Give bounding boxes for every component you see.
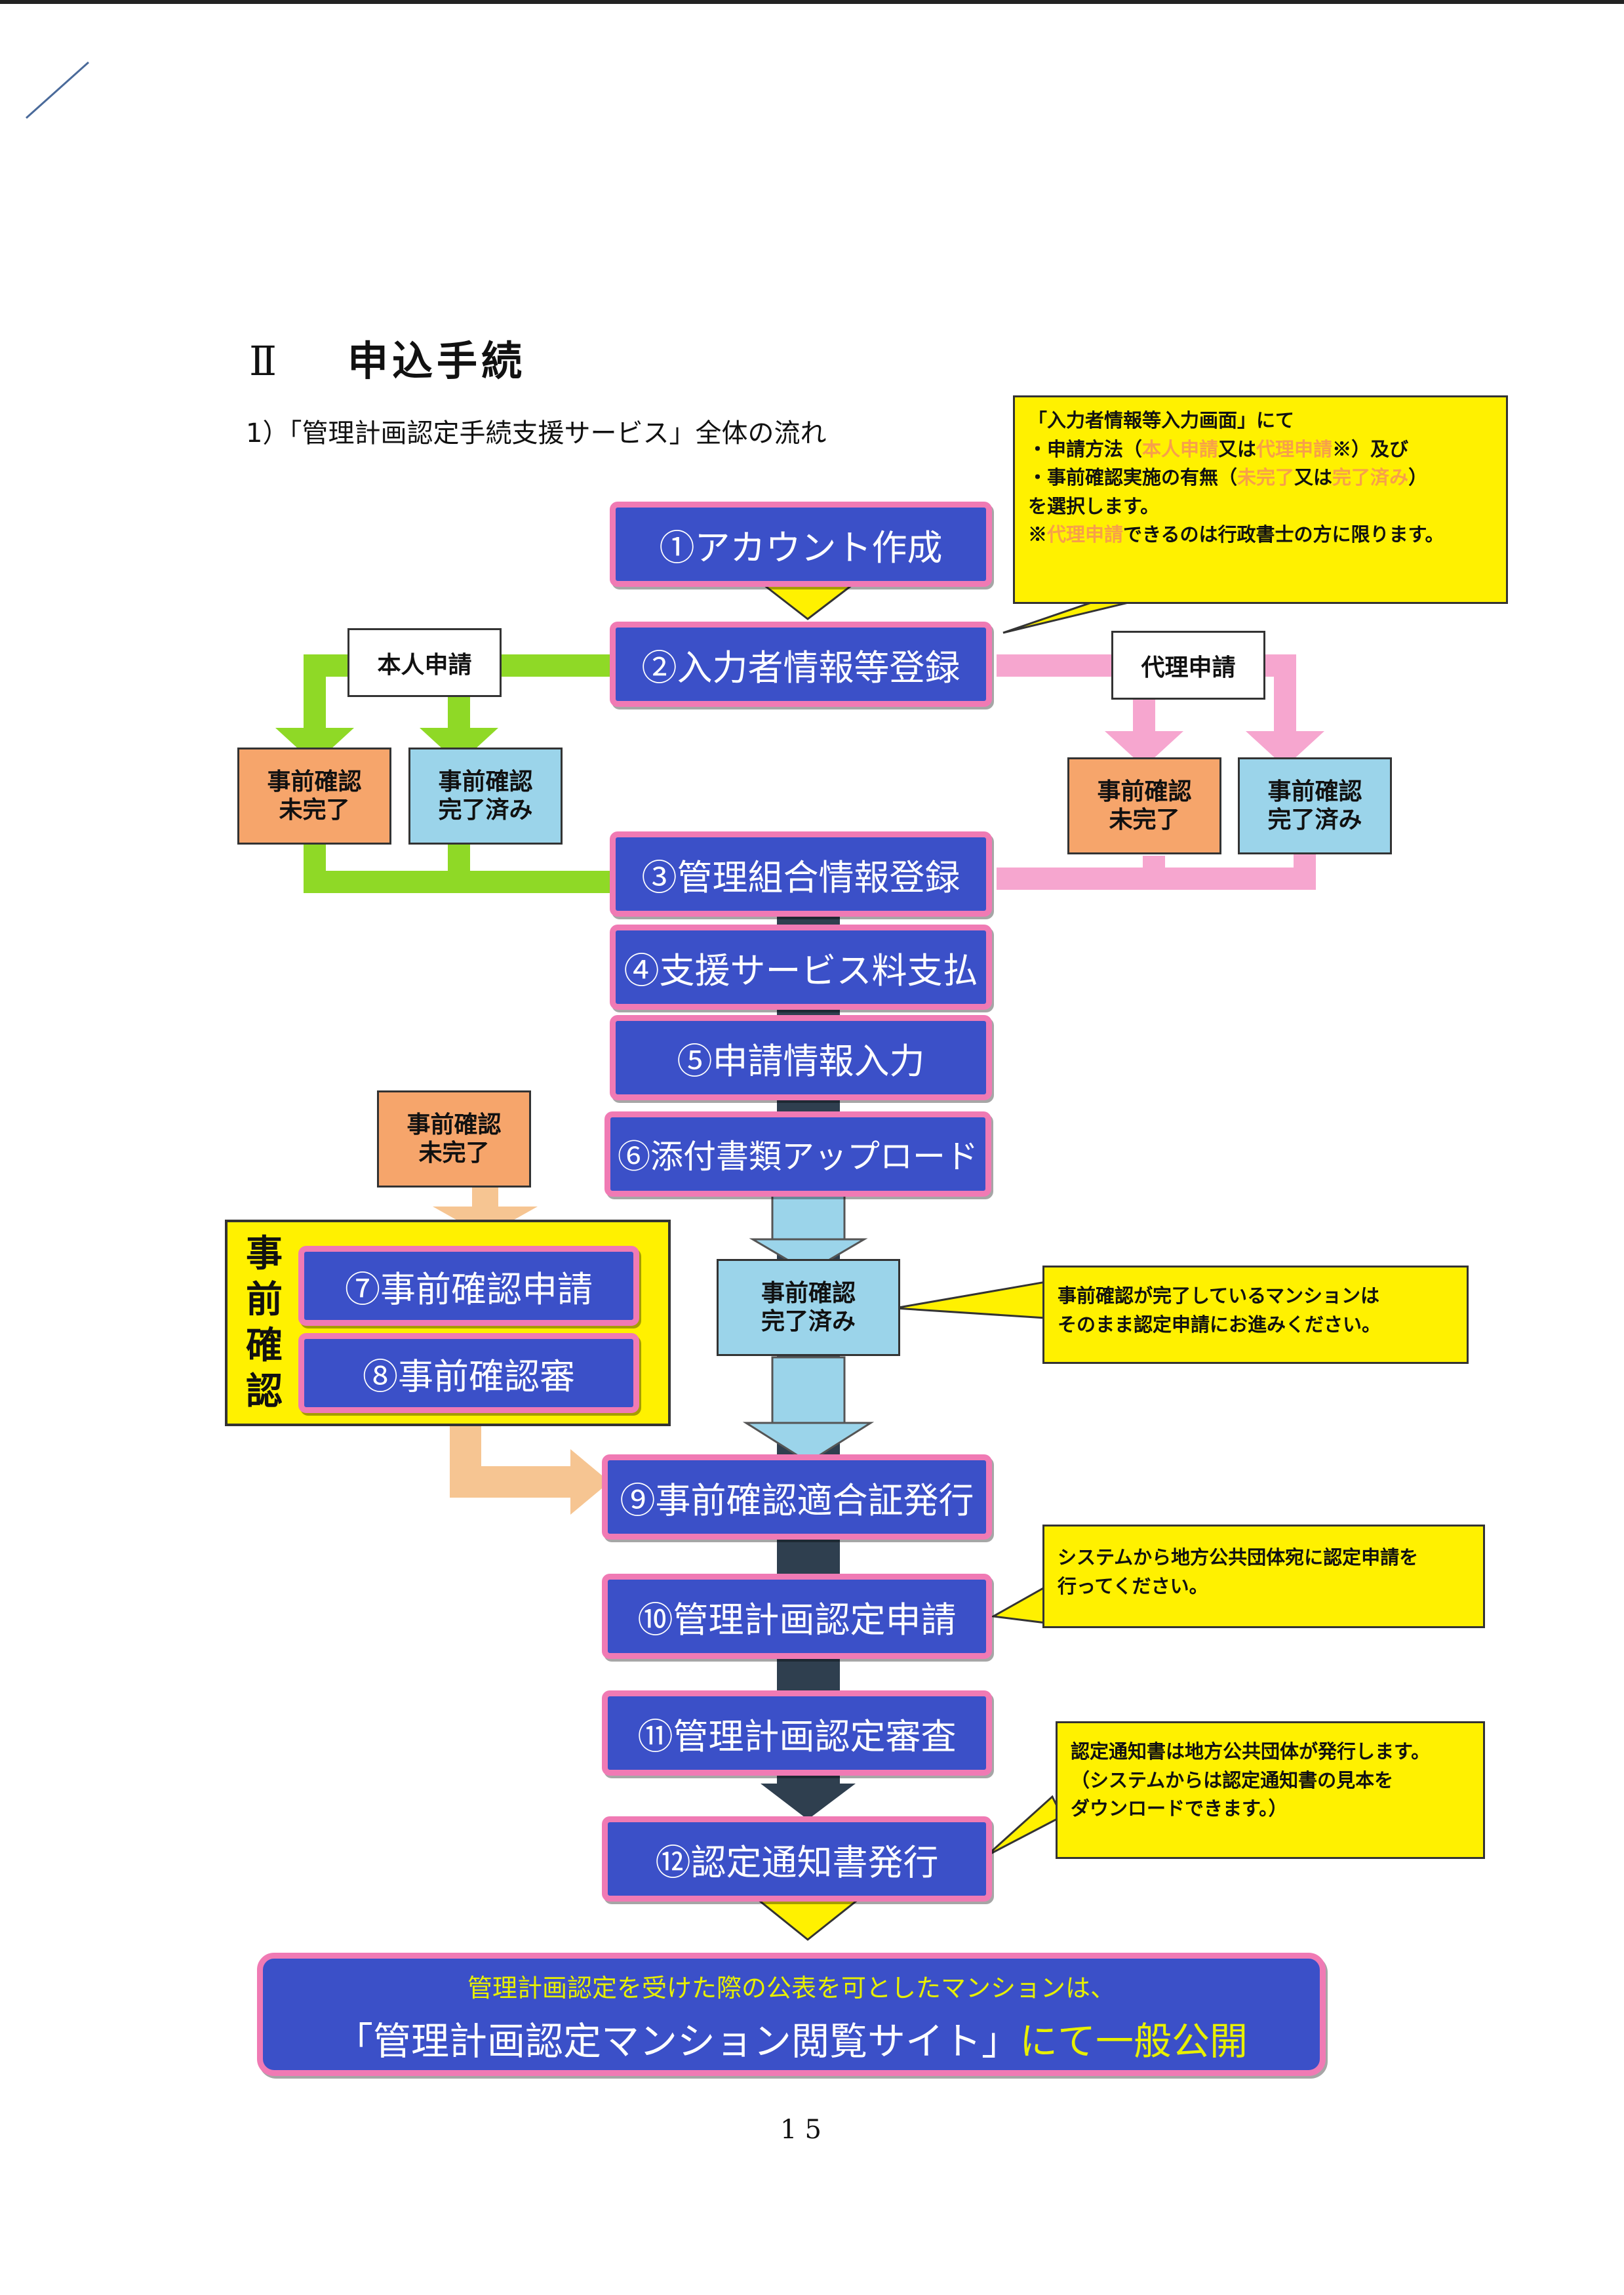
orange-arrow-right	[570, 1449, 610, 1515]
callout-text: ※代理申請できるのは行政書士の方に限ります。	[1028, 523, 1444, 546]
scan-mark	[25, 61, 90, 119]
pink-line-return	[997, 852, 1316, 890]
side-label-char: 認	[246, 1370, 283, 1413]
callout-pointer-system	[990, 1585, 1047, 1624]
pink-arrow-1	[1105, 731, 1183, 767]
step-7-precheck-apply: ⑦事前確認申請	[298, 1246, 639, 1326]
callout-text: を選択します。	[1028, 494, 1160, 517]
step-2-input-info: ②入力者情報等登録	[610, 622, 992, 707]
blue-arrow-top	[749, 1238, 868, 1273]
status-complete-self: 事前確認完了済み	[408, 748, 563, 845]
step-8-precheck-review: ⑧事前確認審	[298, 1333, 639, 1413]
status-incomplete-proxy: 事前確認未完了	[1067, 757, 1221, 854]
side-label-char: 前	[246, 1279, 283, 1321]
pink-line-right	[997, 654, 1296, 738]
status-complete-main: 事前確認完了済み	[717, 1259, 900, 1356]
blue-connector-bottom	[771, 1356, 846, 1431]
orange-line	[450, 1426, 577, 1498]
callout-text: 「入力者情報等入力画面」にて	[1028, 409, 1295, 431]
step-6-upload: ⑥添付書類アップロード	[604, 1111, 991, 1197]
blue-arrow-bottom	[742, 1422, 875, 1464]
page-top-edge	[0, 0, 1624, 4]
step-4-payment: ④支援サービス料支払	[610, 925, 992, 1010]
callout-text: （システムからは認定通知書の見本を	[1071, 1768, 1394, 1791]
callout-pointer-notice	[985, 1795, 1064, 1857]
callout-text: そのまま認定申請にお進みください。	[1058, 1313, 1381, 1336]
callout-text: ダウンロードできます。）	[1071, 1797, 1288, 1820]
publication-banner: 管理計画認定を受けた際の公表を可としたマンションは、 「管理計画認定マンション閲…	[257, 1953, 1326, 2076]
page-number: 15	[780, 2115, 829, 2145]
publication-line-2: 「管理計画認定マンション閲覧サイト」にて一般公開	[334, 2019, 1248, 2064]
status-incomplete-precheck: 事前確認未完了	[377, 1090, 531, 1187]
callout-text: 事前確認が完了しているマンションは	[1058, 1285, 1379, 1307]
status-complete-proxy: 事前確認完了済み	[1238, 757, 1392, 854]
section-title-text: 申込手続	[347, 337, 526, 385]
status-incomplete-self: 事前確認未完了	[237, 748, 391, 845]
callout-text: ・申請方法（本人申請又は代理申請※）及び	[1028, 437, 1409, 460]
pink-arrow-2	[1246, 731, 1324, 767]
step-3-association-info: ③管理組合情報登録	[610, 831, 992, 917]
callout-text: 認定通知書は地方公共団体が発行します。	[1071, 1740, 1431, 1763]
step-10-apply: ⑩管理計画認定申請	[602, 1574, 992, 1659]
green-line-return	[304, 839, 616, 893]
callout-text: システムから地方公共団体宛に認定申請を	[1058, 1546, 1419, 1568]
branch-label-self: 本人申請	[347, 628, 502, 697]
dark-arrow	[761, 1784, 856, 1820]
step-11-review: ⑪管理計画認定審査	[602, 1690, 992, 1776]
step-12-notice: ⑫認定通知書発行	[602, 1816, 992, 1902]
side-label-char: 事	[246, 1233, 283, 1275]
callout-text: ・事前確認実施の有無（未完了又は完了済み）	[1028, 466, 1428, 489]
callout-notice: 認定通知書は地方公共団体が発行します。 （システムからは認定通知書の見本を ダウ…	[1056, 1721, 1485, 1859]
yellow-arrow-2	[751, 1895, 865, 1941]
green-line-left	[304, 654, 620, 734]
section-title: Ⅱ 申込手続	[249, 328, 526, 387]
yellow-arrow-1	[761, 584, 856, 620]
publication-line-1: 管理計画認定を受けた際の公表を可としたマンションは、	[467, 1974, 1115, 2003]
step-5-application-info: ⑤申請情報入力	[610, 1015, 992, 1100]
callout-pointer-complete	[894, 1281, 1047, 1319]
side-label-char: 確	[246, 1325, 283, 1367]
callout-text: 行ってください。	[1058, 1574, 1208, 1597]
callout-input-screen: 「入力者情報等入力画面」にて ・申請方法（本人申請又は代理申請※）及び ・事前確…	[1013, 395, 1508, 604]
step-9-certificate: ⑨事前確認適合証発行	[602, 1454, 992, 1540]
branch-label-proxy: 代理申請	[1111, 631, 1265, 700]
step-1-account: ①アカウント作成	[610, 502, 992, 587]
green-arrow-1	[275, 728, 354, 764]
callout-complete: 事前確認が完了しているマンションは そのまま認定申請にお進みください。	[1042, 1266, 1469, 1364]
green-arrow-2	[420, 728, 498, 764]
section-number: Ⅱ	[249, 337, 281, 385]
page-subtitle: 1）「管理計画認定手続支援サービス」全体の流れ	[246, 418, 827, 449]
callout-system: システムから地方公共団体宛に認定申請を 行ってください。	[1042, 1525, 1485, 1628]
